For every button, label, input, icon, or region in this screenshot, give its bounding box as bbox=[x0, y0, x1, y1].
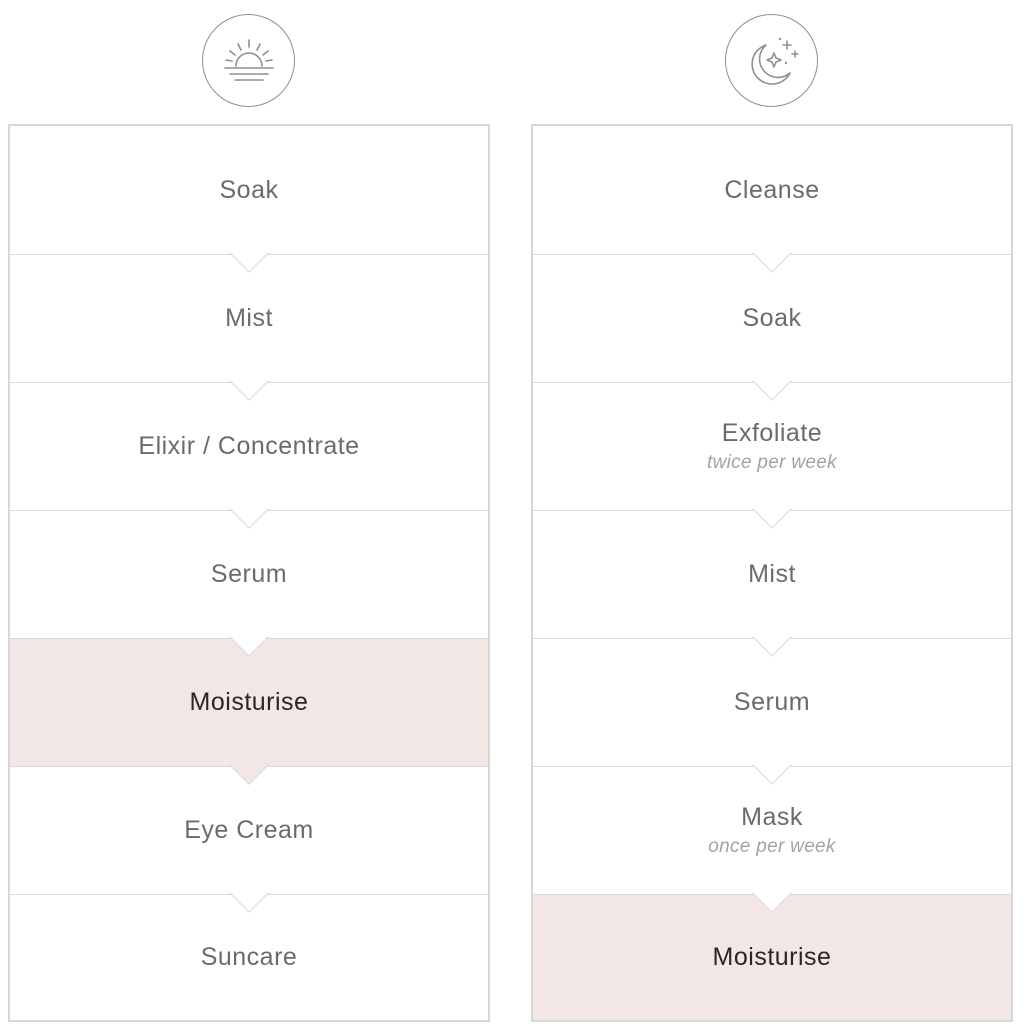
step-label: Soak bbox=[742, 304, 802, 333]
step-label: Cleanse bbox=[724, 175, 820, 204]
routine-step: Mist bbox=[533, 489, 1011, 638]
routine-step: Moisturise bbox=[533, 873, 1011, 1020]
step-label: Elixir / Concentrate bbox=[138, 432, 360, 461]
routine-step: Suncare bbox=[10, 873, 488, 1020]
sunrise-icon bbox=[202, 14, 295, 107]
routine-step: Soak bbox=[533, 233, 1011, 382]
routine-step: Moisturise bbox=[10, 617, 488, 766]
step-label: Suncare bbox=[200, 943, 298, 972]
step-label: Moisturise bbox=[712, 943, 832, 972]
step-label: Moisturise bbox=[189, 688, 309, 717]
routine-step: Exfoliate twice per week bbox=[533, 361, 1011, 510]
routine-step: Serum bbox=[10, 489, 488, 638]
step-frequency-note: once per week bbox=[708, 835, 836, 857]
step-label: Eye Cream bbox=[184, 816, 314, 845]
routine-step: Mist bbox=[10, 233, 488, 382]
routine-step: Soak bbox=[10, 126, 488, 254]
routine-step: Elixir / Concentrate bbox=[10, 361, 488, 510]
step-label: Mist bbox=[748, 560, 796, 589]
step-label: Mask bbox=[741, 803, 803, 832]
moon-stars-icon bbox=[725, 14, 818, 107]
step-label: Mist bbox=[225, 304, 273, 333]
routine-step: Eye Cream bbox=[10, 745, 488, 894]
step-label: Soak bbox=[219, 175, 279, 204]
routine-step: Cleanse bbox=[533, 126, 1011, 254]
step-label: Serum bbox=[210, 560, 288, 589]
routine-step: Mask once per week bbox=[533, 745, 1011, 894]
step-label: Serum bbox=[733, 688, 811, 717]
routine-step: Serum bbox=[533, 617, 1011, 766]
step-label: Exfoliate bbox=[721, 419, 823, 448]
step-frequency-note: twice per week bbox=[707, 451, 837, 473]
